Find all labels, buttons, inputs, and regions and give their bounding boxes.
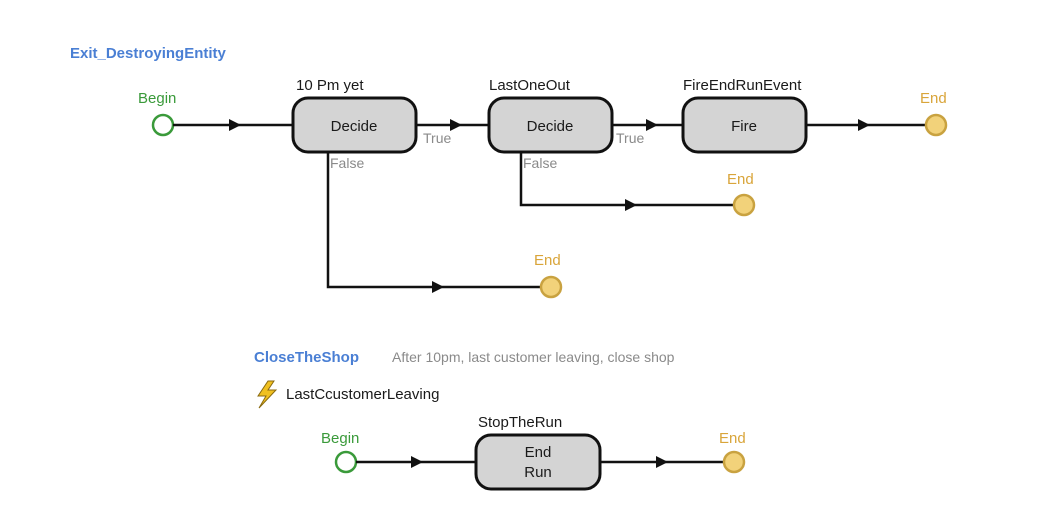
end-label: End xyxy=(719,430,746,447)
step-name-lastoneout: LastOneOut xyxy=(489,77,571,94)
process-title[interactable]: CloseTheShop xyxy=(254,349,359,366)
arrow-head xyxy=(858,119,870,131)
end-node[interactable] xyxy=(539,275,563,299)
arrow-head xyxy=(656,456,668,468)
true-branch-label: True xyxy=(423,130,451,146)
begin-label: Begin xyxy=(321,430,359,447)
decide-type-label: Decide xyxy=(331,118,378,135)
decide-type-label: Decide xyxy=(527,118,574,135)
trigger-event-label: LastCcustomerLeaving xyxy=(286,386,439,403)
end-node[interactable] xyxy=(732,193,756,217)
false-branch-label: False xyxy=(523,155,557,171)
end-label: End xyxy=(727,171,754,188)
arrow-head xyxy=(432,281,444,293)
process-description: After 10pm, last customer leaving, close… xyxy=(392,349,675,365)
end-node[interactable] xyxy=(924,113,948,137)
begin-label: Begin xyxy=(138,90,176,107)
lightning-icon xyxy=(257,380,278,409)
connector-false-end[interactable] xyxy=(519,152,734,207)
arrow-head xyxy=(646,119,658,131)
step-name-stoptherun: StopTheRun xyxy=(478,414,562,431)
arrow-head xyxy=(229,119,241,131)
endrun-type-line2: Run xyxy=(524,464,552,481)
begin-node[interactable] xyxy=(151,113,175,137)
arrow-head xyxy=(450,119,462,131)
end-label: End xyxy=(920,90,947,107)
arrow-head xyxy=(625,199,637,211)
endrun-type-line1: End xyxy=(525,444,552,461)
arrow-head xyxy=(411,456,423,468)
false-branch-label: False xyxy=(330,155,364,171)
step-name-10pm-yet: 10 Pm yet xyxy=(296,77,364,94)
end-node[interactable] xyxy=(722,450,746,474)
true-branch-label: True xyxy=(616,130,644,146)
begin-node[interactable] xyxy=(334,450,358,474)
end-label: End xyxy=(534,252,561,269)
fire-type-label: Fire xyxy=(731,118,757,135)
connector-false-end[interactable] xyxy=(326,152,541,289)
process-title[interactable]: Exit_DestroyingEntity xyxy=(70,45,227,62)
step-name-fireendrunevent: FireEndRunEvent xyxy=(683,77,802,94)
